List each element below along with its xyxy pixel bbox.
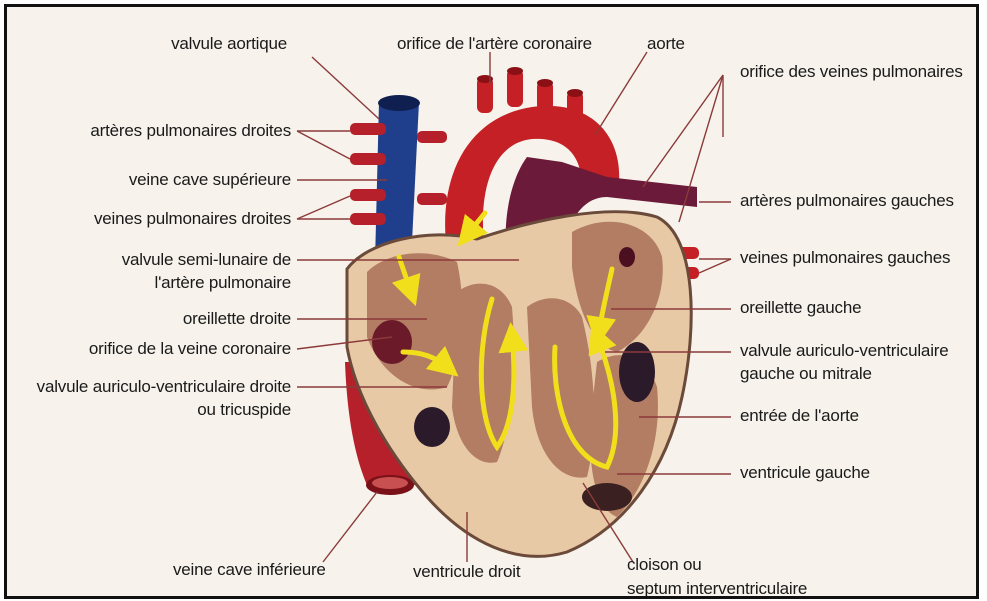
label-oreillette-gauche: oreillette gauche [740, 298, 861, 318]
label-aorte: aorte [647, 34, 685, 54]
label-orifice-veines-pulmonaires: orifice des veines pulmonaires [740, 62, 963, 82]
label-arteres-pulmonaires-droites: artères pulmonaires droites [47, 121, 291, 141]
label-orifice-artere-coronaire: orifice de l'artère coronaire [397, 34, 592, 54]
label-veines-pulmonaires-gauches: veines pulmonaires gauches [740, 248, 950, 268]
label-orifice-veine-coronaire: orifice de la veine coronaire [27, 339, 291, 359]
label-veines-pulmonaires-droites: veines pulmonaires droites [47, 209, 291, 229]
label-cloison-line2: septum interventriculaire [627, 579, 807, 599]
label-valvule-av-gauche-line1: valvule auriculo-ventriculaire [740, 341, 948, 361]
label-veine-cave-superieure: veine cave supérieure [47, 170, 291, 190]
label-valvule-semi-lunaire-line1: valvule semi-lunaire de [47, 250, 291, 270]
label-arteres-pulmonaires-gauches: artères pulmonaires gauches [740, 191, 954, 211]
label-veine-cave-inferieure: veine cave inférieure [173, 560, 326, 580]
label-valvule-aortique: valvule aortique [97, 34, 287, 54]
label-entree-aorte: entrée de l'aorte [740, 406, 859, 426]
label-ventricule-droit: ventricule droit [413, 562, 520, 582]
label-ventricule-gauche: ventricule gauche [740, 463, 870, 483]
diagram-frame: valvule aortique artères pulmonaires dro… [4, 4, 979, 599]
label-valvule-av-droite-line1: valvule auriculo-ventriculaire droite [9, 377, 291, 397]
label-valvule-av-gauche-line2: gauche ou mitrale [740, 364, 872, 384]
label-cloison-line1: cloison ou [627, 555, 702, 575]
label-oreillette-droite: oreillette droite [47, 309, 291, 329]
label-valvule-av-droite-line2: ou tricuspide [47, 400, 291, 420]
label-valvule-semi-lunaire-line2: l'artère pulmonaire [47, 273, 291, 293]
